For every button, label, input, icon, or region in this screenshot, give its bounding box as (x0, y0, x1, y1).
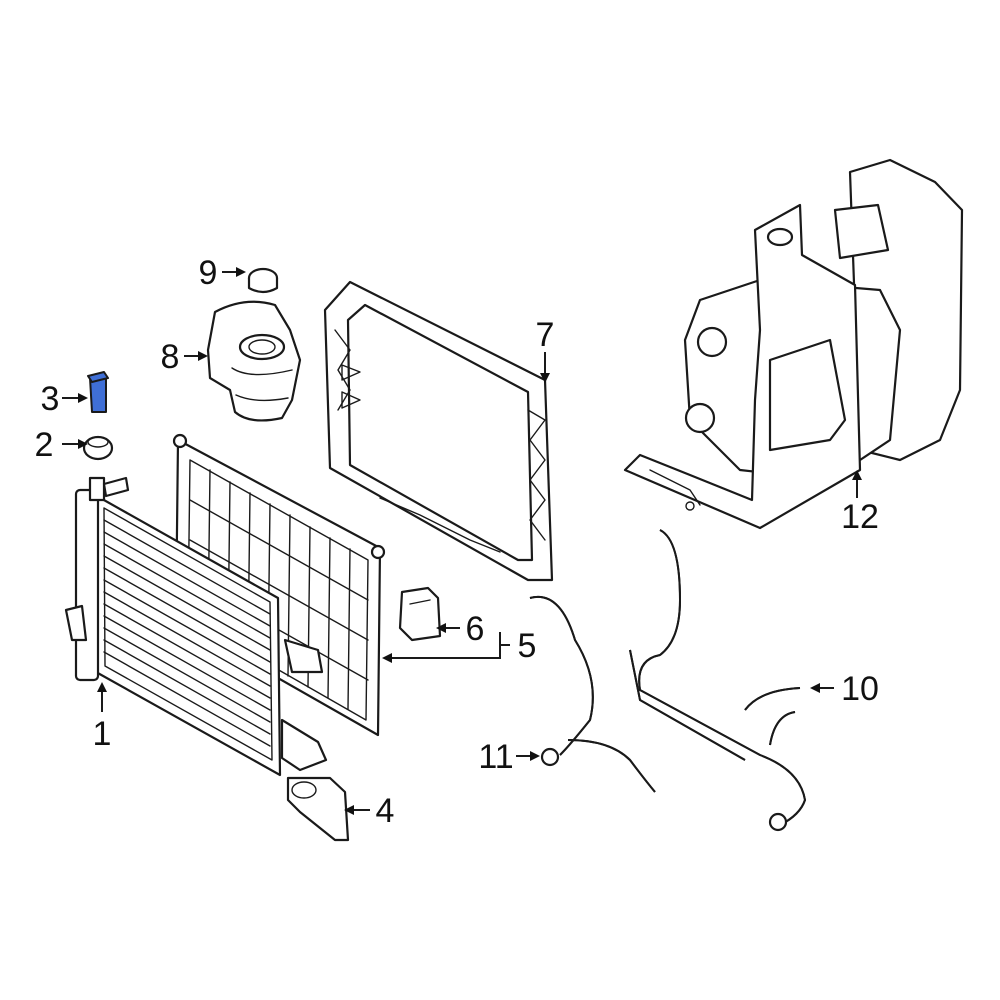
callout-10: 10 (841, 670, 879, 708)
callout-3: 3 (41, 380, 60, 418)
bracket-part (286, 776, 350, 842)
callout-7: 7 (536, 316, 555, 354)
callout-8: 8 (161, 338, 180, 376)
reservoir-part (206, 300, 302, 422)
callout-5: 5 (518, 627, 537, 665)
callout-2: 2 (35, 426, 54, 464)
callout-4: 4 (376, 792, 395, 830)
reservoir-cap-part (247, 267, 279, 294)
callout-labels: 1 2 3 4 5 6 7 8 9 10 11 12 (35, 254, 879, 830)
callout-1: 1 (93, 715, 112, 753)
pump-assembly-part (623, 158, 964, 530)
callout-leaders (62, 267, 862, 815)
radiator-part (64, 476, 328, 777)
radiator-shroud-part (323, 280, 554, 582)
callout-9: 9 (199, 254, 218, 292)
clip-part (87, 371, 109, 413)
callout-11: 11 (478, 738, 513, 776)
callout-12: 12 (841, 498, 879, 536)
hose-10-part (629, 529, 807, 832)
insulator-part (82, 435, 114, 461)
sensor-part (398, 586, 442, 642)
hose-11-part (529, 595, 656, 793)
callout-6: 6 (466, 610, 485, 648)
